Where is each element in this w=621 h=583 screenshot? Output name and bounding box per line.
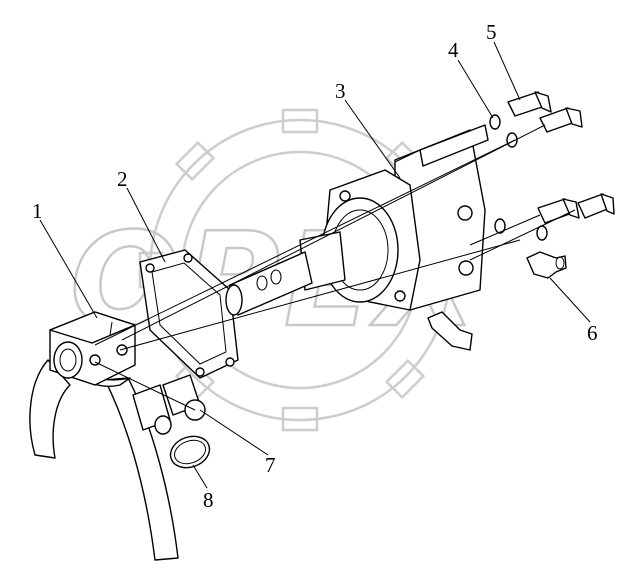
part-3-cylinder-housing (225, 124, 489, 351)
callout-8: 8 (203, 488, 214, 512)
callout-3: 3 (335, 79, 346, 103)
part-1-shift-fork (29, 311, 179, 561)
part-7-bolts (132, 374, 206, 435)
part-6-elbow-fitting (526, 251, 567, 279)
callout-2: 2 (117, 167, 128, 191)
part-8-o-ring (169, 435, 211, 469)
part-5-bolts (507, 91, 615, 224)
callout-4: 4 (448, 38, 459, 62)
callout-7: 7 (265, 453, 276, 477)
part-2-gasket (139, 249, 239, 379)
callout-labels: 1 2 3 4 5 6 7 8 (32, 20, 598, 512)
part-4-washers (489, 114, 548, 241)
callout-6: 6 (587, 321, 598, 345)
callout-1: 1 (32, 199, 43, 223)
leader-lines (39, 41, 591, 489)
callout-5: 5 (486, 20, 497, 44)
assembly-axis-lines (94, 124, 576, 411)
